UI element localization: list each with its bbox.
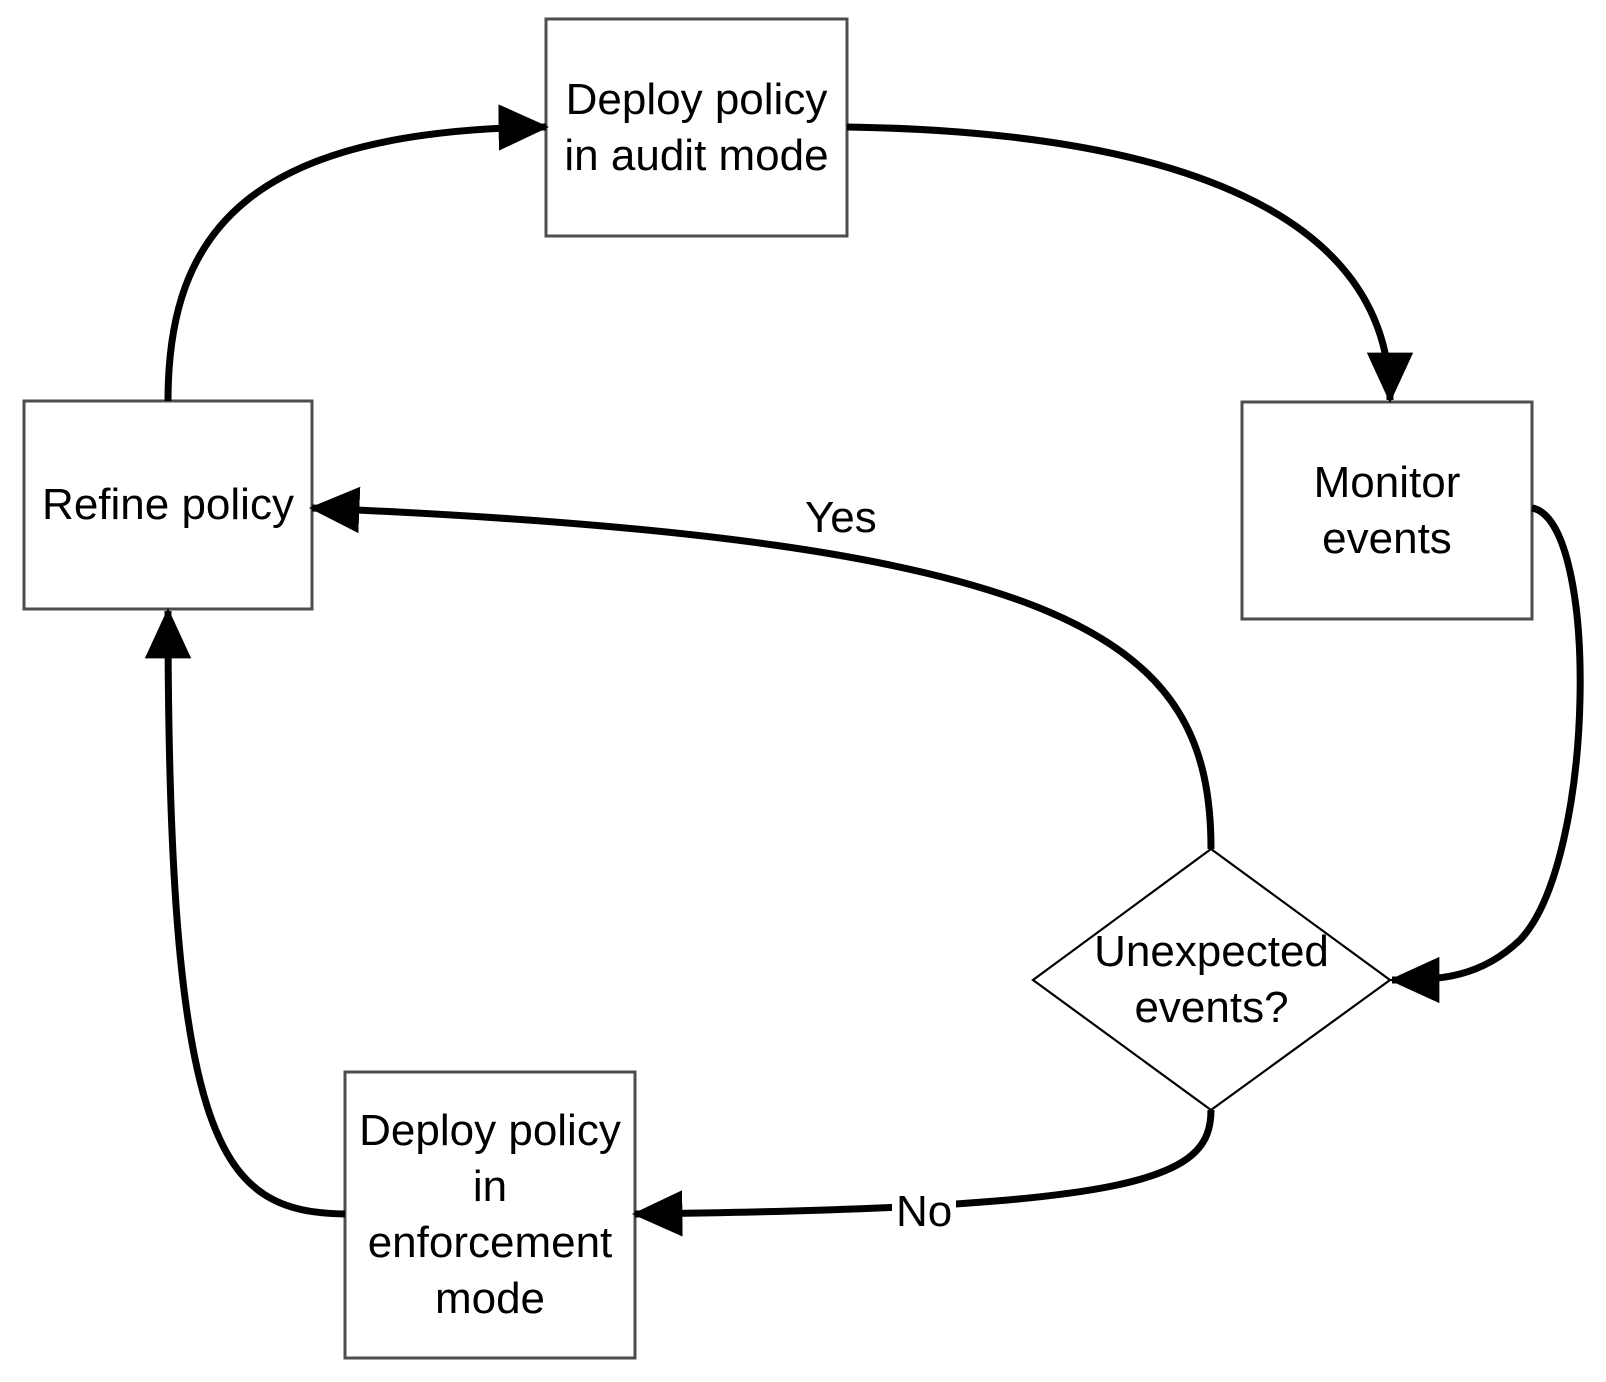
edge-label-no: No	[892, 1190, 957, 1234]
node-refine-policy-shape[interactable]	[22, 399, 314, 611]
edge-audit-to-monitor[interactable]	[846, 123, 1414, 404]
node-deploy-enforcement-shape[interactable]	[343, 1070, 637, 1360]
edge-refine-to-audit[interactable]	[164, 104, 550, 402]
edge-decision-yes-to-refine[interactable]	[308, 486, 1215, 850]
edge-label-yes: Yes	[801, 496, 881, 540]
node-unexpected-events-shape[interactable]	[1031, 847, 1392, 1112]
node-monitor-events-shape[interactable]	[1240, 400, 1534, 621]
edge-decision-no-to-enforcement[interactable]	[631, 1109, 1215, 1237]
edge-monitor-to-decision[interactable]	[1388, 504, 1584, 1004]
edge-enforcement-to-refine[interactable]	[144, 607, 346, 1218]
node-deploy-audit-shape[interactable]	[544, 17, 849, 238]
